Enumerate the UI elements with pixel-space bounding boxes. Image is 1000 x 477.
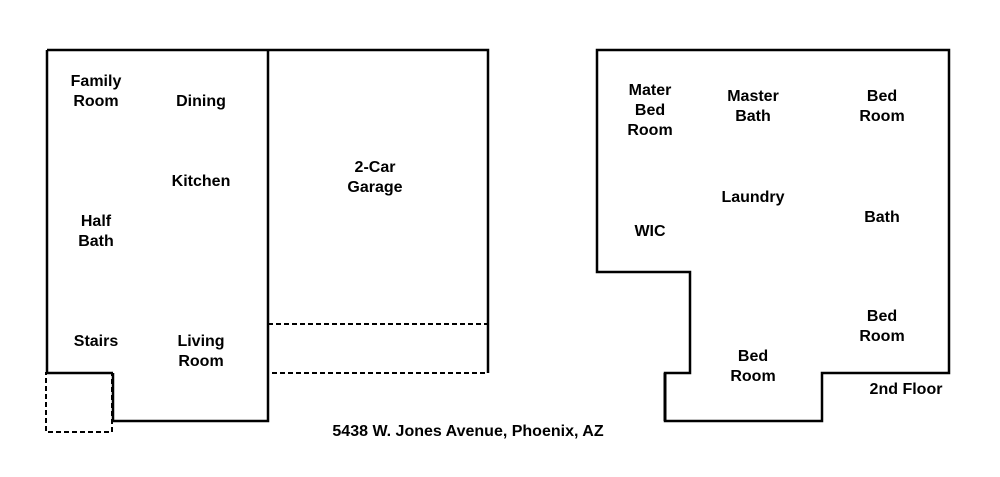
label-laundry: Laundry: [721, 189, 785, 206]
label-bed-room-right: Bed Room: [859, 308, 905, 345]
label-bed-room-top: Bed Room: [859, 88, 905, 125]
entry-dashed-box: [45, 372, 113, 433]
label-kitchen: Kitchen: [171, 173, 231, 190]
label-bed-room-bottom: Bed Room: [730, 348, 776, 385]
label-mater-bed-room: Mater Bed Room: [627, 82, 673, 139]
label-living-room: Living Room: [177, 333, 225, 370]
address-caption: 5438 W. Jones Avenue, Phoenix, AZ: [332, 423, 604, 440]
label-garage: 2-Car Garage: [347, 159, 403, 196]
label-half-bath: Half Bath: [78, 213, 114, 250]
label-dining: Dining: [176, 93, 226, 110]
label-master-bath: Master Bath: [727, 88, 779, 125]
label-stairs: Stairs: [73, 333, 119, 350]
label-second-floor: 2nd Floor: [869, 381, 943, 398]
label-family-room: Family Room: [70, 73, 122, 110]
label-wic: WIC: [634, 223, 666, 240]
garage-dashed-extension: [268, 323, 489, 374]
label-bath: Bath: [864, 209, 900, 226]
